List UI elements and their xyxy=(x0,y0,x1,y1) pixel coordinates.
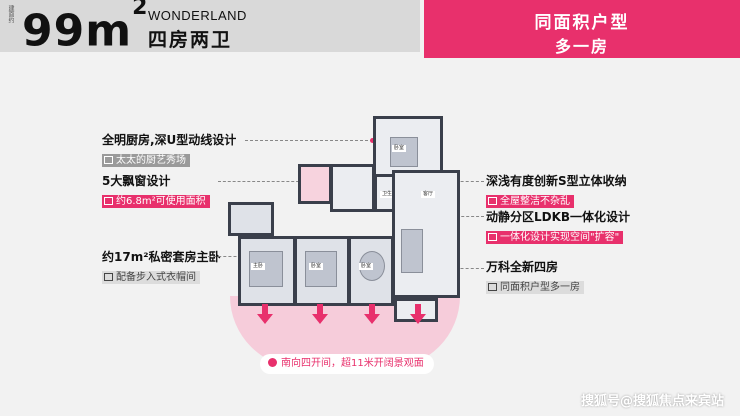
window-icon xyxy=(104,197,113,205)
master-bedroom: 主卧 xyxy=(238,236,296,306)
callout-subtitle: 全屋整洁不杂乱 xyxy=(486,195,574,208)
south-arrow-icon xyxy=(312,304,328,326)
callout-subtitle: 配备步入式衣帽间 xyxy=(102,271,200,284)
callout-storage: 深浅有度创新S型立体收纳 全屋整洁不杂乱 xyxy=(486,172,627,208)
callout-title: 动静分区LDKB一体化设计 xyxy=(486,210,631,224)
room-label: 卫生间 xyxy=(380,191,400,198)
callout-kitchen: 全明厨房,深U型动线设计 太太的厨艺秀场 xyxy=(102,131,236,167)
bedroom-3: 卧室 xyxy=(348,236,394,306)
space-icon xyxy=(488,233,497,241)
callout-subtitle: 约6.8m²可使用面积 xyxy=(102,195,210,208)
brand-name: WONDERLAND xyxy=(148,8,247,23)
callout-title: 全明厨房,深U型动线设计 xyxy=(102,133,237,147)
connector-dot xyxy=(370,138,375,143)
callout-title: 约17m²私密套房主卧 xyxy=(102,250,221,264)
south-arrow-icon xyxy=(257,304,273,326)
layout-type: 四房两卫 xyxy=(148,29,233,51)
bedroom-top: 卧室 xyxy=(373,116,443,180)
area-value: 99m2 xyxy=(22,0,149,57)
callout-subtitle: 太太的厨艺秀场 xyxy=(102,154,190,167)
callout-ldkb: 动静分区LDKB一体化设计 一体化设计实现空间"扩容" xyxy=(486,208,630,244)
wardrobe-icon xyxy=(104,273,113,281)
area-prefix-label: 建面约 xyxy=(7,5,14,23)
connector-line xyxy=(218,181,304,182)
callout-master-bedroom: 约17m²私密套房主卧 配备步入式衣帽间 xyxy=(102,248,220,284)
callout-bay-window: 5大飘窗设计 约6.8m²可使用面积 xyxy=(102,172,210,208)
bed-icon xyxy=(390,137,418,167)
sofa-icon xyxy=(401,229,423,273)
callout-title: 5大飘窗设计 xyxy=(102,174,171,188)
callout-subtitle: 一体化设计实现空间"扩容" xyxy=(486,231,624,244)
south-arrow-icon xyxy=(364,304,380,326)
tag-line-2: 多一房 xyxy=(554,37,609,56)
bay-window-area xyxy=(298,164,332,204)
watermark: 搜狐号@搜狐焦点来宾站 xyxy=(580,394,724,409)
room-label: 主卧 xyxy=(251,263,266,270)
connector-line xyxy=(245,140,373,141)
sun-icon xyxy=(268,358,277,367)
room-label: 卧室 xyxy=(359,263,374,270)
tag-line-1: 同面积户型 xyxy=(534,13,630,33)
area-header: 建面约 99m2 WONDERLAND 四房两卫 xyxy=(0,0,420,57)
room-label: 客厅 xyxy=(421,191,436,198)
callout-subtitle: 同面积户型多一房 xyxy=(486,281,584,294)
callout-four-rooms: 万科全新四房 同面积户型多一房 xyxy=(486,258,584,294)
room-icon xyxy=(488,283,497,291)
south-arrow-icon xyxy=(410,304,426,326)
kitchen-icon xyxy=(104,156,113,164)
kitchen xyxy=(330,164,375,212)
tag-banner: 同面积户型 多一房 xyxy=(424,0,740,58)
room-label: 卧室 xyxy=(309,263,324,270)
callout-title: 深浅有度创新S型立体收纳 xyxy=(486,174,627,188)
connector-line xyxy=(208,256,262,257)
south-view-pill: 南向四开间，超11米开阔景观面 xyxy=(260,354,434,374)
callout-title: 万科全新四房 xyxy=(486,260,559,274)
floor-plan: 卧室 卫生间 客厅 主卧 卧室 卧室 xyxy=(218,112,468,322)
living-room: 客厅 xyxy=(392,170,460,298)
storage-icon xyxy=(488,197,497,205)
room-label: 卧室 xyxy=(392,145,407,152)
bathroom xyxy=(228,202,274,236)
connector-line xyxy=(440,268,484,269)
bedroom-2: 卧室 xyxy=(294,236,350,306)
